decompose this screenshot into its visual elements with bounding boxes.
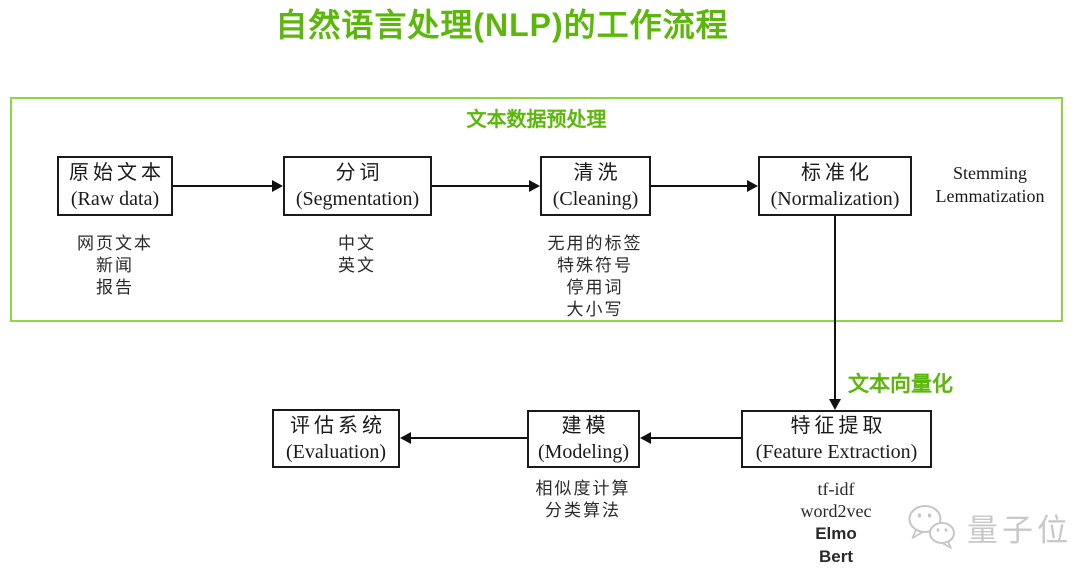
arrow-head-right-icon [529, 180, 540, 192]
vectorization-label: 文本向量化 [848, 373, 953, 396]
stage-label-en: (Feature Extraction) [755, 441, 918, 463]
note-line: word2vec [800, 501, 872, 521]
notes-feature-extraction: tf-idf word2vec Elmo Bert [766, 478, 906, 568]
arrow-line [834, 216, 836, 400]
side-note-stemming-lemmatization: Stemming Lemmatization [915, 162, 1065, 208]
notes-raw-data: 网页文本 新闻 报告 [45, 233, 185, 299]
preprocessing-panel [10, 97, 1063, 322]
arrow-head-right-icon [272, 180, 283, 192]
note-line: 相似度计算 [535, 479, 631, 498]
note-line: 报告 [96, 278, 134, 297]
note-line: Bert [818, 547, 853, 566]
note-line: 新闻 [96, 256, 134, 275]
arrow-line [651, 185, 747, 187]
arrow-head-left-icon [400, 432, 411, 444]
arrow-head-down-icon [829, 399, 841, 410]
wechat-icon [905, 500, 961, 561]
note-line: 停用词 [566, 278, 624, 297]
arrow-line [651, 437, 741, 439]
note-line: 网页文本 [77, 234, 153, 253]
stage-label-en: (Modeling) [537, 441, 630, 463]
note-line: 英文 [338, 256, 376, 275]
stage-label-zh: 清洗 [573, 162, 622, 184]
stage-label-en: (Normalization) [770, 188, 900, 210]
notes-cleaning: 无用的标签 特殊符号 停用词 大小写 [515, 233, 675, 321]
arrow-line [411, 437, 527, 439]
stage-label-zh: 标准化 [801, 162, 873, 184]
arrow-line [432, 185, 529, 187]
note-line: 中文 [338, 234, 376, 253]
arrow-line [173, 185, 272, 187]
note-line: tf-idf [817, 479, 855, 499]
stage-box-segmentation: 分词 (Segmentation) [283, 156, 432, 216]
stage-box-cleaning: 清洗 (Cleaning) [540, 156, 651, 216]
stage-label-en: (Raw data) [70, 188, 160, 210]
stage-label-zh: 建模 [561, 415, 610, 437]
notes-segmentation: 中文 英文 [287, 233, 427, 277]
note-line: 无用的标签 [547, 234, 643, 253]
watermark: 量子位 [905, 500, 1072, 561]
page-title: 自然语言处理(NLP)的工作流程 [275, 7, 729, 43]
side-note-line: Stemming [952, 163, 1027, 183]
stage-box-raw-data: 原始文本 (Raw data) [57, 156, 173, 216]
notes-modeling: 相似度计算 分类算法 [513, 478, 653, 522]
watermark-label: 量子位 [967, 512, 1072, 548]
stage-box-feature-extraction: 特征提取 (Feature Extraction) [741, 410, 932, 468]
stage-label-zh: 评估系统 [290, 414, 386, 437]
arrow-head-left-icon [640, 432, 651, 444]
preprocessing-panel-header: 文本数据预处理 [466, 109, 607, 131]
note-line: 特殊符号 [557, 256, 633, 275]
stage-box-modeling: 建模 (Modeling) [527, 410, 640, 468]
stage-label-zh: 特征提取 [790, 415, 887, 437]
stage-box-normalization: 标准化 (Normalization) [758, 156, 912, 216]
stage-box-evaluation: 评估系统 (Evaluation) [272, 409, 400, 468]
stage-label-zh: 分词 [335, 162, 384, 184]
arrow-head-right-icon [747, 180, 758, 192]
stage-label-zh: 原始文本 [69, 162, 165, 184]
side-note-line: Lemmatization [935, 186, 1045, 206]
stage-label-en: (Evaluation) [286, 440, 386, 463]
stage-label-en: (Segmentation) [295, 188, 420, 210]
note-line: 大小写 [566, 300, 624, 319]
stage-label-en: (Cleaning) [552, 188, 639, 210]
note-line: Elmo [815, 524, 857, 543]
note-line: 分类算法 [545, 501, 621, 520]
